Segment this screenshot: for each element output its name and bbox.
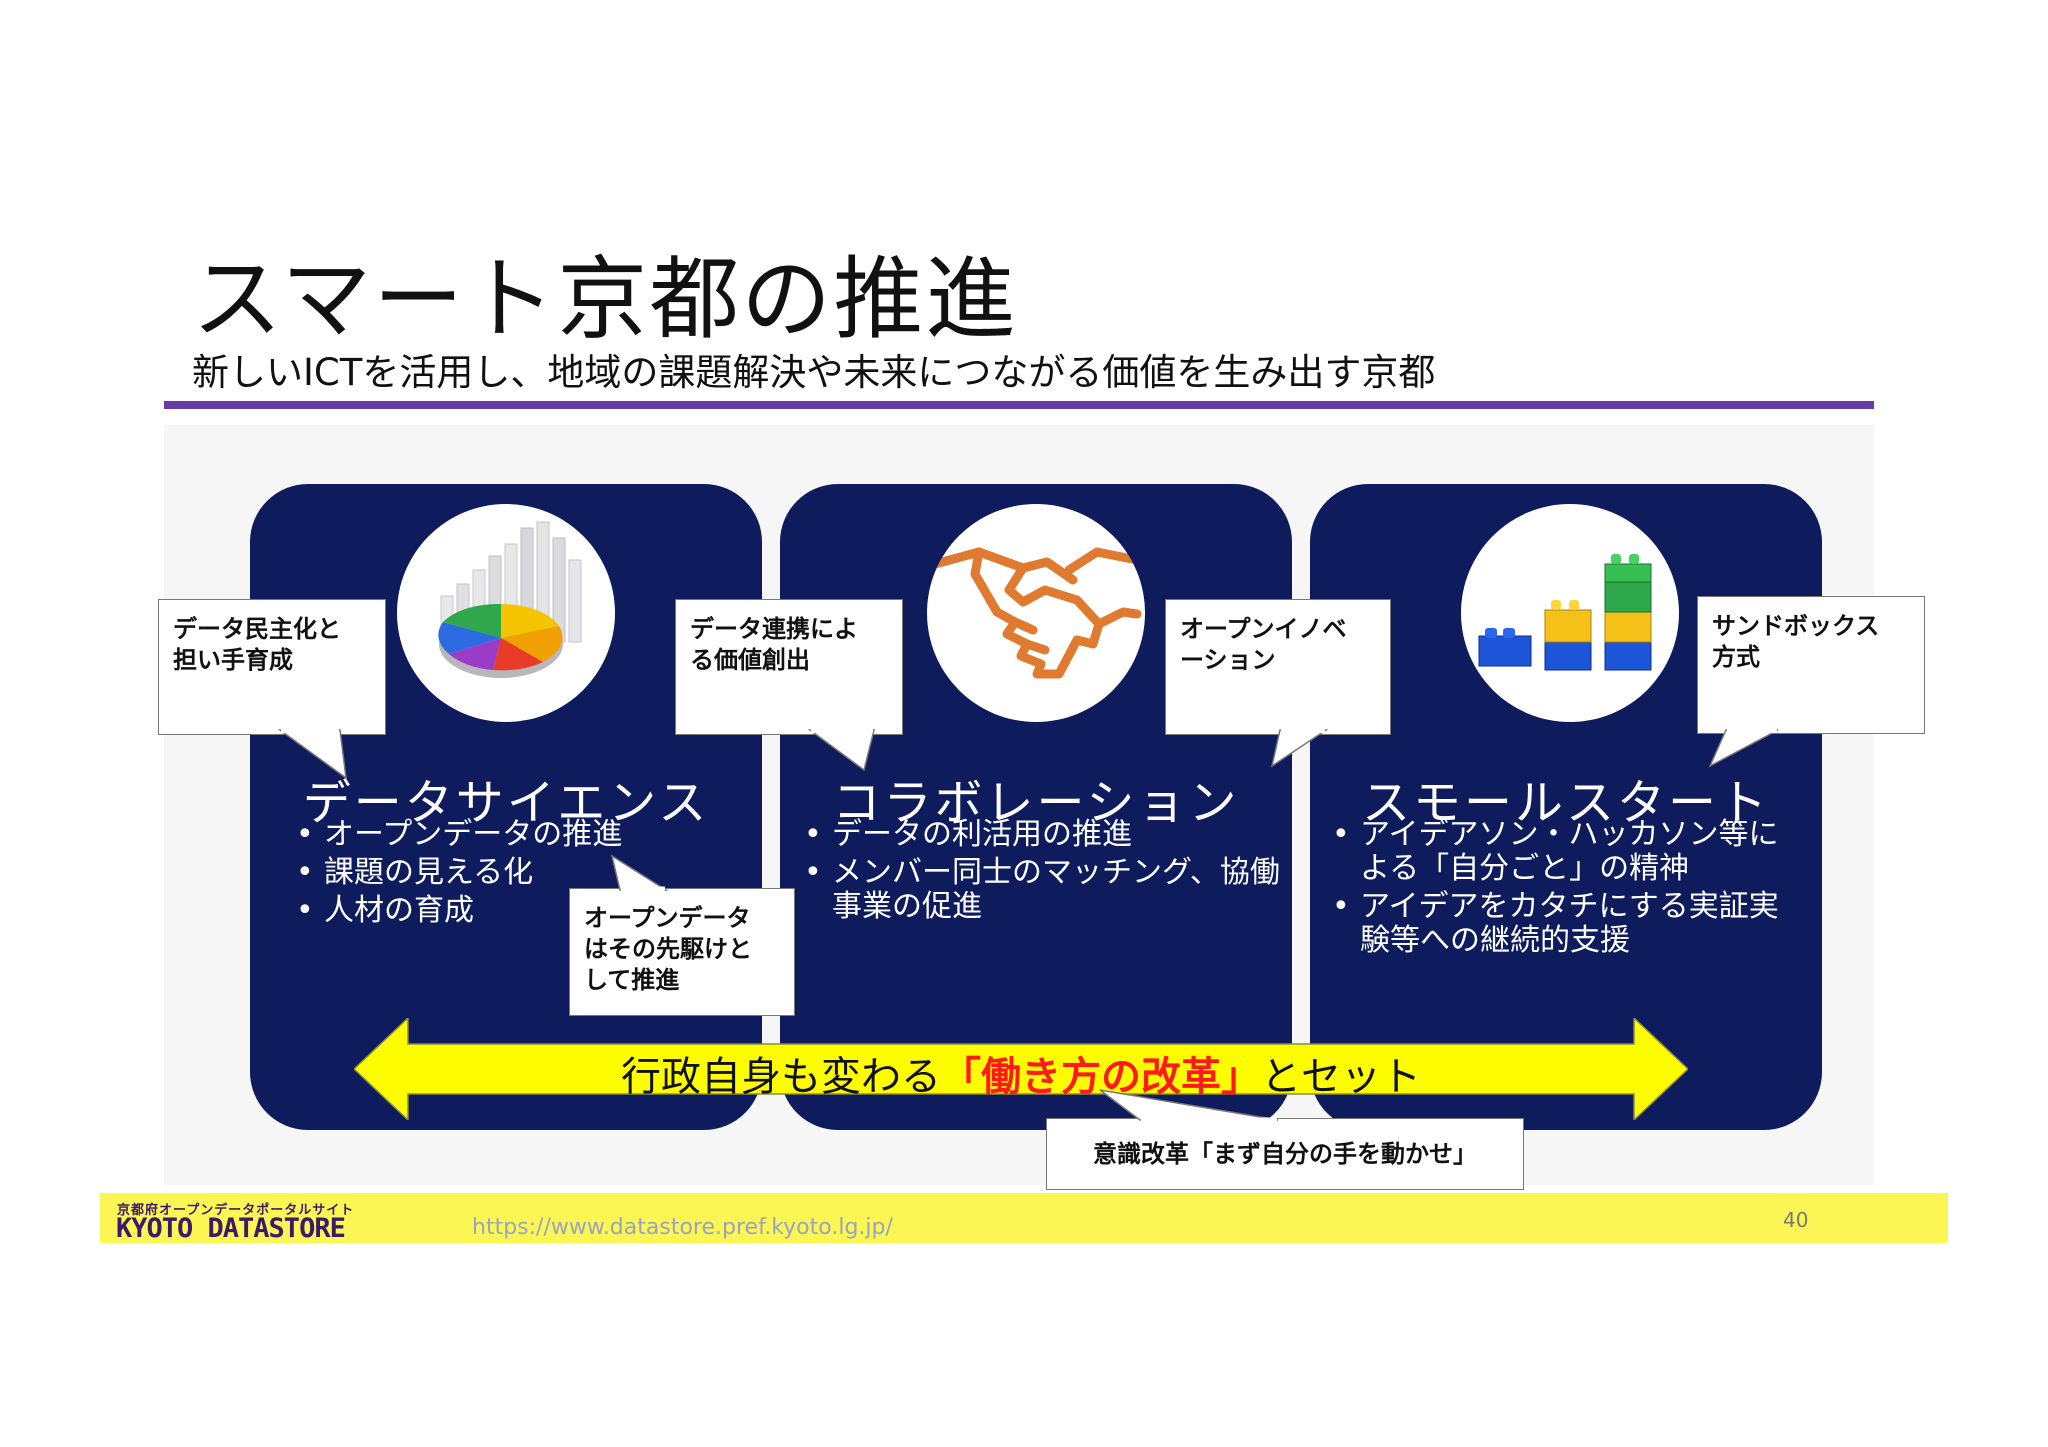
callout-line: オープンイノベ [1180, 615, 1347, 643]
footer-url-link[interactable]: https://www.datastore.pref.kyoto.lg.jp/ [472, 1215, 893, 1240]
bullet-item: アイデアソン・ハッカソン等による「自分ごと」の精神 [1328, 818, 1808, 886]
title-divider [164, 401, 1874, 409]
callout-line: ーション [1180, 646, 1276, 674]
callout-line: データ民主化と [173, 615, 341, 643]
bullet-item: メンバー同士のマッチング、協働事業の促進 [800, 856, 1280, 924]
bullet-item: 人材の育成 [292, 894, 712, 929]
page-title: スマート京都の推進 [192, 247, 1018, 352]
callout-line: して推進 [584, 966, 680, 994]
callout-data-democratization: データ民主化と 担い手育成 [158, 599, 386, 735]
callout-line: 方式 [1712, 643, 1760, 671]
callout-awareness-reform: 意識改革「まず自分の手を動かせ」 [1046, 1118, 1524, 1190]
footer-logo-caption: 京都府オープンデータポータルサイト [117, 1203, 355, 1218]
bullet-list-collaboration: データの利活用の推進 メンバー同士のマッチング、協働事業の促進 [800, 818, 1280, 928]
callout-line: はその先駆けと [584, 935, 752, 963]
chart-pie-icon [397, 504, 615, 722]
bullet-list-small-start: アイデアソン・ハッカソン等による「自分ごと」の精神 アイデアをカタチにする実証実… [1328, 818, 1808, 962]
handshake-icon [927, 504, 1145, 722]
page-number: 40 [1783, 1208, 1809, 1232]
bullet-item: オープンデータの推進 [292, 818, 712, 853]
callout-tail [1099, 1089, 1279, 1123]
callout-open-innovation: オープンイノベ ーション [1165, 599, 1391, 735]
callout-tail [277, 729, 347, 780]
callout-sandbox: サンドボックス 方式 [1697, 596, 1925, 734]
callout-tail [610, 854, 669, 892]
callout-tail [807, 729, 875, 772]
bullet-item: データの利活用の推進 [800, 818, 1280, 853]
bullet-item: 課題の見える化 [292, 856, 712, 891]
band-highlight: 「働き方の改革」 [941, 1054, 1261, 1100]
footer-logo: KYOTO DATASTORE [116, 1213, 346, 1244]
callout-line: 担い手育成 [173, 646, 293, 674]
callout-tail [1270, 729, 1329, 768]
bullet-item: アイデアをカタチにする実証実験等への継続的支援 [1328, 890, 1808, 958]
callout-line: サンドボックス [1712, 612, 1880, 640]
callout-tail [1708, 729, 1779, 768]
band-prefix: 行政自身も変わる [621, 1054, 941, 1100]
double-arrow-band [354, 1018, 1688, 1120]
callout-line: オープンデータ [584, 904, 751, 932]
callout-opendata-pioneer: オープンデータ はその先駆けと して推進 [569, 888, 795, 1016]
page-subtitle: 新しいICTを活用し、地域の課題解決や未来につながる価値を生み出す京都 [192, 351, 1436, 394]
footer-bar [100, 1193, 1948, 1243]
callout-line: データ連携によ [690, 615, 858, 643]
callout-data-linkage: データ連携によ る価値創出 [675, 599, 903, 735]
work-style-reform-banner: 行政自身も変わる「働き方の改革」とセット [354, 1044, 1688, 1102]
building-blocks-icon [1461, 504, 1679, 722]
bullet-list-data-science: オープンデータの推進 課題の見える化 人材の育成 [292, 818, 712, 932]
band-suffix: とセット [1261, 1054, 1421, 1100]
callout-line: る価値創出 [690, 646, 810, 674]
